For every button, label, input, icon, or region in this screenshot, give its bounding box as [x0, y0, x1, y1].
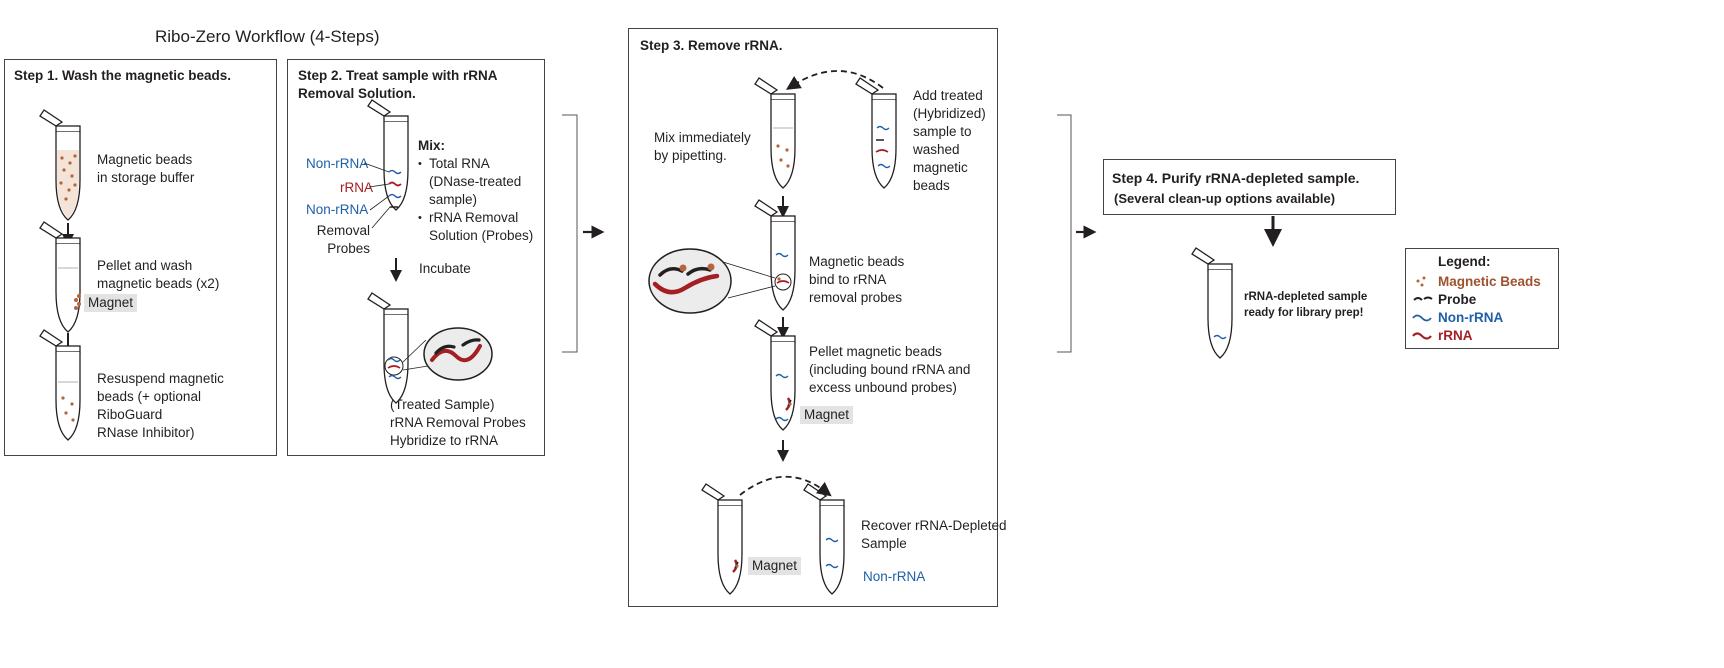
step2-rrna-label: rRNA — [340, 180, 373, 195]
mix-item-removal-solution: rRNA Removal Solution (Probes) — [418, 209, 533, 245]
step3-tube-binding — [648, 199, 796, 314]
legend-item-probe: Probe — [1438, 292, 1477, 307]
step4-panel — [1103, 159, 1396, 215]
step3-tube-washed-beads — [754, 77, 796, 189]
step4-title: Step 4. Purify rRNA-depleted sample. — [1112, 170, 1360, 186]
step3-tube-pellet — [754, 319, 796, 431]
step2-removal-probes-label: Removal Probes — [316, 223, 370, 256]
step3-tube-treated-sample — [855, 77, 897, 189]
step3-pellet-text: Pellet magnetic beads (including bound r… — [809, 344, 971, 395]
step3-transfer-arrow — [785, 70, 884, 90]
bracket-2 — [1057, 114, 1072, 353]
legend-item-rrna: rRNA — [1438, 328, 1473, 343]
step3-magnet-label-1: Magnet — [800, 406, 854, 424]
bracket-1 — [562, 114, 578, 353]
step1-pellet-text: Pellet and wash magnetic beads (x2) — [97, 258, 220, 291]
step4-result-text: rRNA-depleted sample ready for library p… — [1244, 291, 1368, 319]
step3-recover-text: Recover rRNA-Depleted Sample — [861, 518, 1007, 551]
step2-non-rrna-label-1: Non-rRNA — [306, 156, 369, 171]
step1-tube-resuspend — [39, 329, 81, 441]
step1-title: Step 1. Wash the magnetic beads. — [14, 68, 232, 83]
step3-mix-text: Mix immediately by pipetting. — [654, 130, 751, 163]
step1-resuspend-text: Resuspend magnetic beads (+ optional Rib… — [97, 371, 224, 440]
step2-mix-heading: Mix: — [418, 138, 445, 153]
step2-tube-hybridized — [367, 292, 493, 404]
step3-bind-text: Magnetic beads bind to rRNA removal prob… — [809, 254, 905, 305]
legend-bead-icon — [1416, 276, 1426, 287]
legend-non-rrna-icon — [1412, 314, 1432, 322]
legend-title: Legend: — [1438, 254, 1491, 269]
step2-non-rrna-label-2: Non-rRNA — [306, 202, 369, 217]
step2-hybridize-text: (Treated Sample) rRNA Removal Probes Hyb… — [390, 397, 526, 448]
legend-rrna-icon — [1412, 332, 1432, 340]
step3-magnet-label-2: Magnet — [748, 557, 802, 575]
step3-tube-recovered — [803, 483, 845, 595]
step4-tube-depleted — [1191, 247, 1233, 359]
step1-magnet-label: Magnet — [84, 294, 138, 312]
step1-beads-text: Magnetic beads in storage buffer — [97, 152, 195, 185]
step1-tube-beads — [39, 109, 81, 221]
step3-recover-arrow — [739, 475, 832, 497]
step2-tube-mix — [363, 99, 409, 229]
step3-non-rrna-label: Non-rRNA — [863, 569, 926, 584]
step4-subtitle: (Several clean-up options available) — [1114, 191, 1336, 206]
step1-panel — [4, 59, 277, 456]
step3-title: Step 3. Remove rRNA. — [640, 38, 783, 53]
legend-probe-icon — [1413, 296, 1433, 301]
step2-panel — [287, 59, 545, 456]
step3-panel — [628, 28, 998, 607]
step2-title: Step 2. Treat sample with rRNA Removal S… — [298, 68, 498, 101]
step3-add-text: Add treated (Hybridized) sample to washe… — [913, 88, 986, 193]
step2-incubate-label: Incubate — [419, 261, 471, 276]
step3-tube-magnet-final — [701, 483, 743, 595]
mix-item-total-rna: Total RNA (DNase-treated sample) — [418, 155, 533, 209]
diagram-title: Ribo-Zero Workflow (4-Steps) — [155, 27, 380, 46]
step1-tube-pellet — [39, 221, 81, 333]
step2-mix-list: Total RNA (DNase-treated sample) rRNA Re… — [418, 155, 533, 245]
legend-item-non-rrna: Non-rRNA — [1438, 310, 1504, 325]
legend-item-magnetic-beads: Magnetic Beads — [1438, 274, 1541, 289]
